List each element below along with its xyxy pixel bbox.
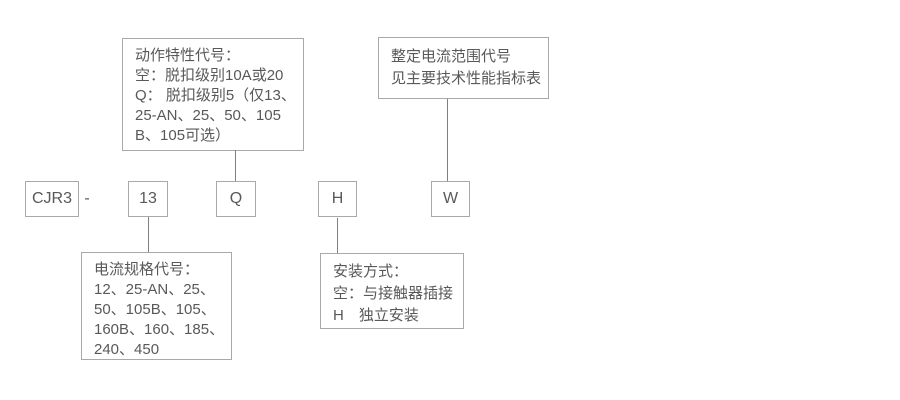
callout-text-line: 整定电流范围代号: [391, 48, 512, 65]
mounting-code-box: H: [318, 181, 357, 217]
callout-text-line: 动作特性代号：: [135, 47, 241, 64]
connector-action-to-q: [235, 150, 236, 181]
connector-h-to-mounting: [337, 218, 338, 253]
current-spec-callout: 电流规格代号： 12、25-AN、25、 50、105B、105、 160B、1…: [81, 252, 232, 360]
callout-text-line: 安装方式：: [333, 263, 409, 280]
callout-text-line: 空：与接触器插接: [333, 285, 454, 302]
callout-text-line: H 独立安装: [333, 307, 419, 324]
callout-text-line: B、105可选）: [135, 127, 231, 144]
connector-range-to-w: [447, 99, 448, 181]
callout-text-line: Q： 脱扣级别5（仅13、: [135, 87, 296, 104]
callout-text-line: 240、450: [94, 341, 160, 358]
mounting-mode-callout: 安装方式： 空：与接触器插接 H 独立安装: [320, 253, 464, 329]
callout-text-line: 160B、160、185、: [94, 321, 225, 338]
callout-text-line: 电流规格代号：: [94, 261, 200, 278]
setting-current-range-callout: 整定电流范围代号 见主要技术性能指标表: [378, 37, 549, 99]
action-characteristic-code-box: Q: [216, 181, 256, 217]
callout-text-line: 空：脱扣级别10A或20: [135, 67, 284, 84]
callout-text-line: 见主要技术性能指标表: [391, 70, 542, 87]
action-characteristic-callout: 动作特性代号： 空：脱扣级别10A或20 Q： 脱扣级别5（仅13、 25-AN…: [122, 38, 304, 151]
connector-13-to-current-spec: [148, 217, 149, 252]
model-series-box: CJR3: [25, 181, 79, 217]
callout-text-line: 25-AN、25、50、105: [135, 107, 281, 124]
current-range-code-box: W: [431, 181, 470, 217]
current-spec-code-box: 13: [128, 181, 168, 217]
callout-text-line: 50、105B、105、: [94, 301, 216, 318]
model-separator: -: [84, 190, 90, 207]
callout-text-line: 12、25-AN、25、: [94, 281, 215, 298]
